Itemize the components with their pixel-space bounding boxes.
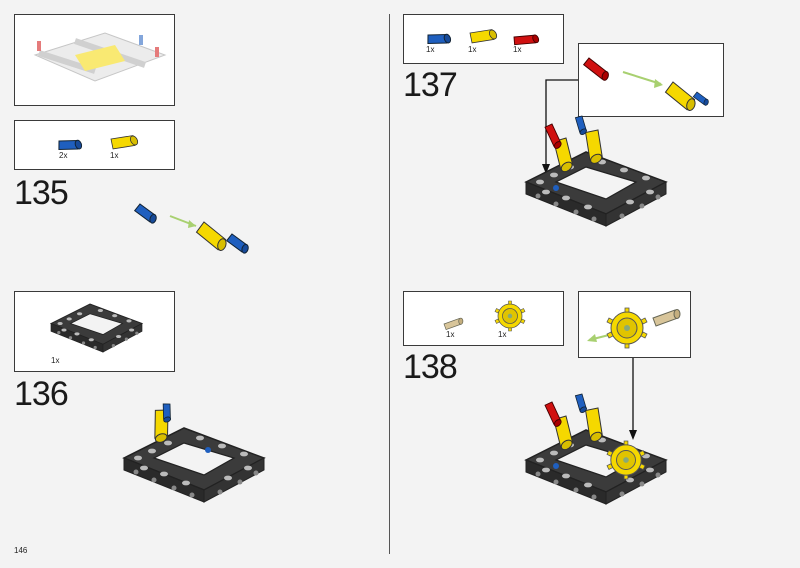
page-divider [389,14,390,554]
part-qty: 1x [513,45,522,54]
sub-assembly-illustration [580,56,711,113]
part-qty: 1x [51,356,60,365]
yellow-gear-icon [494,300,526,332]
step-number: 137 [403,66,458,104]
dark-frame-icon [50,303,143,353]
callout-arrow [629,358,637,440]
part-qty: 1x [468,45,477,54]
step-135-illustration [132,202,252,255]
tan-axle-pin-icon [443,317,464,330]
part-qty: 1x [110,151,119,160]
part-qty: 1x [446,330,455,339]
step-number: 136 [14,375,69,413]
step-number: 135 [14,174,69,212]
page-number: 146 [14,546,28,555]
step-number: 138 [403,348,458,386]
part-qty: 2x [59,151,68,160]
part-qty: 1x [426,45,435,54]
sub-assembly-137 [578,43,724,117]
parts-list-135: 2x 1x [14,120,175,170]
model-preview [14,14,175,106]
sub-assembly-illustration [587,307,681,349]
parts-list-136: 1x [14,291,175,372]
part-qty: 1x [498,330,507,339]
step-136-illustration [123,401,265,503]
sub-assembly-138 [578,291,691,358]
parts-list-137: 1x 1x 1x [403,14,564,64]
callout-arrow [542,79,578,174]
model-preview-image [33,32,167,82]
step-138-illustration [525,391,667,505]
step-137-illustration [525,113,667,227]
parts-list-138: 1x 1x [403,291,564,346]
